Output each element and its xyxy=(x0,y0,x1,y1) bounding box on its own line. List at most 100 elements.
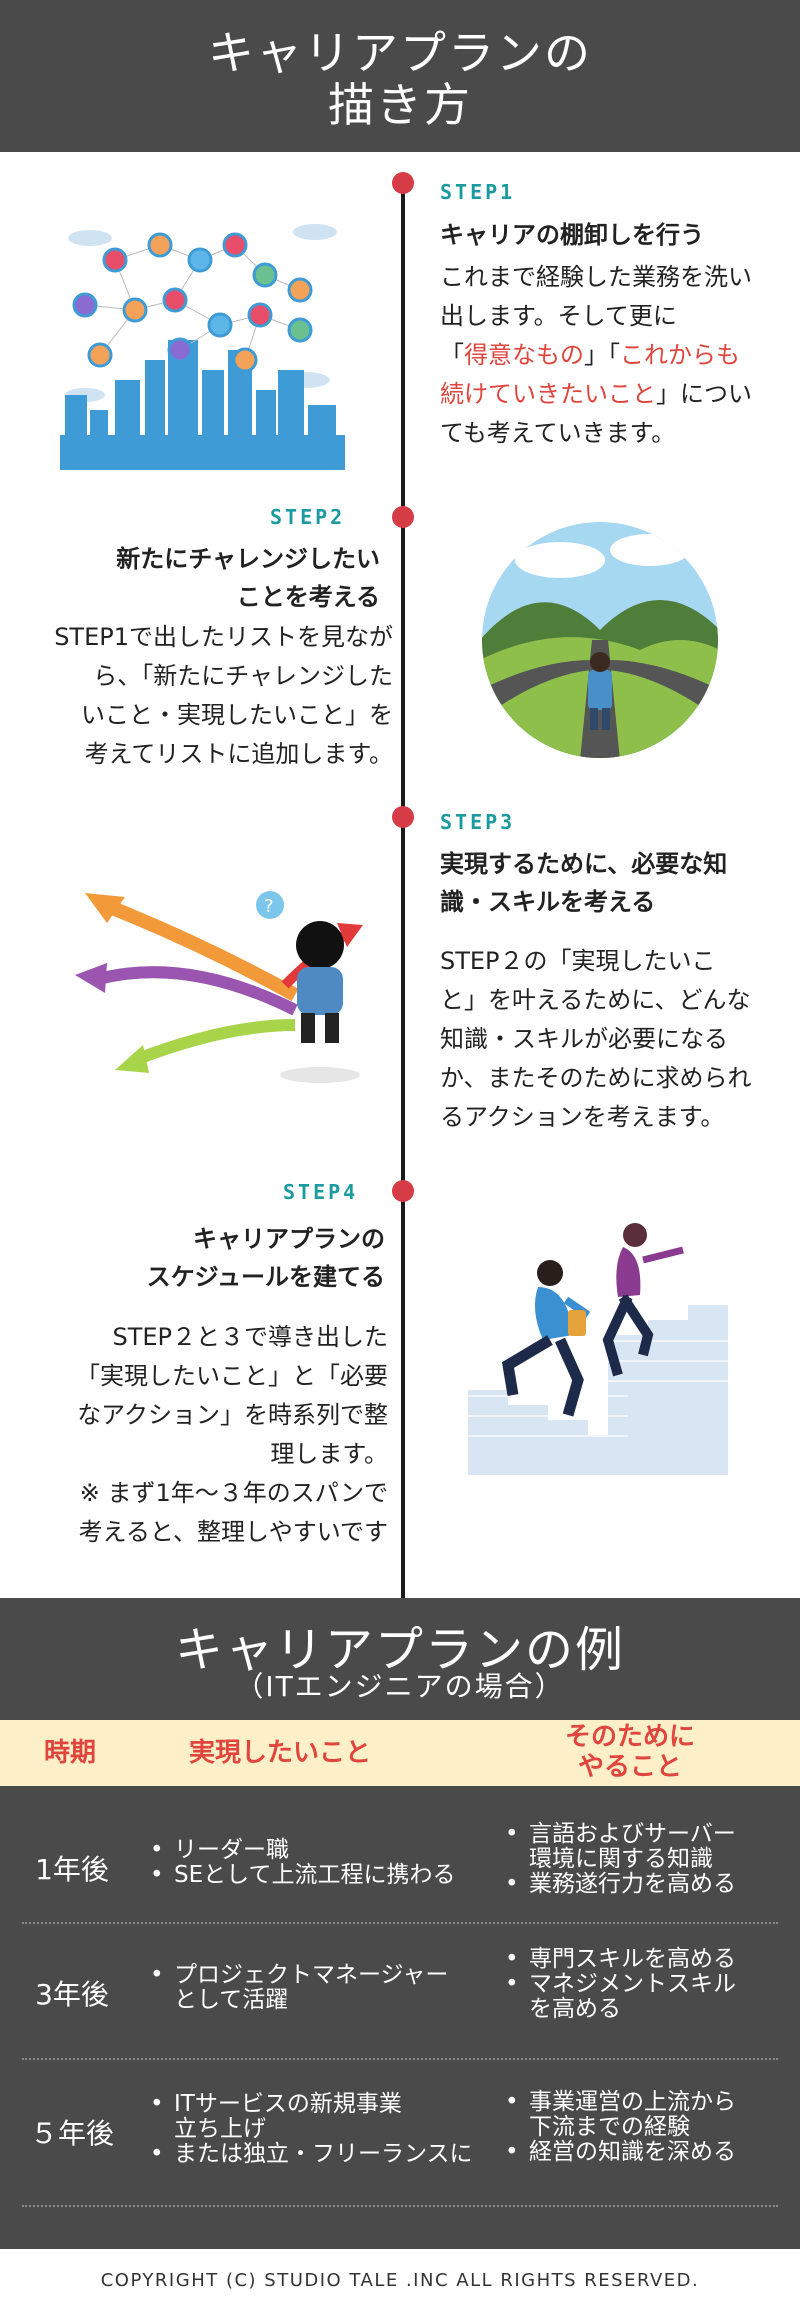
highlight-text: これからも xyxy=(620,341,740,369)
list-item: リーダー職 xyxy=(150,1838,455,1864)
text: 下流までの経験 xyxy=(529,2114,690,2140)
text: 環境に関する知識 xyxy=(529,1846,713,1872)
step1-body-line: 続けていきたいこと」につい xyxy=(440,375,790,414)
text: 立ち上げ xyxy=(174,2116,266,2142)
text: ITサービスの新規事業 xyxy=(174,2091,402,2117)
step4-body-line: ※ まず1年〜３年のスパンで xyxy=(79,1479,388,1507)
step1-body-line: 「得意なもの」「これからも xyxy=(440,336,790,375)
examples-table-header: 時期 実現したいこと そのために やること xyxy=(0,1720,800,1786)
text: を高める xyxy=(529,1996,621,2022)
text: 」につい xyxy=(656,380,752,408)
step1-title: キャリアの棚卸しを行う xyxy=(440,221,704,249)
text: マネジメントスキル xyxy=(529,1971,736,1997)
step1-body-line: ても考えていきます。 xyxy=(440,419,676,447)
step2-body-line: いこと・実現したいこと」を xyxy=(81,701,393,729)
text: 事業運営の上流から xyxy=(529,2089,736,2115)
row-period: 1年後 xyxy=(35,1853,109,1886)
climbing-stairs-illustration xyxy=(468,1223,728,1475)
header-action: そのために やること xyxy=(500,1722,760,1782)
text: 専門スキルを高める xyxy=(529,1946,736,1972)
text: または独立・フリーランスに xyxy=(174,2141,473,2167)
svg-text:?: ? xyxy=(264,896,274,917)
step1-label: STEP1 xyxy=(440,180,516,204)
step1-body: これまで経験した業務を洗い 出します。そして更に 「得意なもの」「これからも 続… xyxy=(440,258,790,453)
timeline-line xyxy=(401,180,405,1598)
step3-label: STEP3 xyxy=(440,810,516,834)
table-row: 1年後 リーダー職 SEとして上流工程に携わる 言語およびサーバー環境に関する知… xyxy=(0,1810,800,1930)
step4-body-line: なアクション」を時系列で整 xyxy=(77,1401,388,1429)
step2-body-line: 考えてリストに追加します。 xyxy=(84,740,393,768)
header-action-line: そのために xyxy=(564,1722,695,1752)
timeline-dot-step3 xyxy=(392,806,414,828)
list-item: 専門スキルを高める xyxy=(505,1946,736,1973)
header-goal: 実現したいこと xyxy=(188,1738,371,1768)
row-period: ５年後 xyxy=(29,2117,114,2150)
step2-body-line: STEP1で出したリストを見なが xyxy=(54,623,393,651)
step3-body: STEP２の「実現したいこ と」を叶えるために、どんな 知識・スキルが必要になる… xyxy=(440,942,795,1137)
timeline-dot-step1 xyxy=(392,172,414,194)
copyright-footer: COPYRIGHT (C) STUDIO TALE .INC ALL RIGHT… xyxy=(100,2270,700,2291)
row-divider xyxy=(22,2058,778,2060)
list-item: 経営の知識を深める xyxy=(505,2139,736,2166)
step4-body-line: 考えると、整理しやすいです xyxy=(78,1518,388,1546)
text: 「 xyxy=(440,341,464,369)
page-title-line1: キャリアプランの xyxy=(208,26,592,80)
step3-body-line: と」を叶えるために、どんな xyxy=(440,986,751,1014)
row-goals: リーダー職 SEとして上流工程に携わる xyxy=(150,1838,455,1889)
page-title-line2: 描き方 xyxy=(328,78,472,132)
row-divider xyxy=(22,1922,778,1924)
step4-title-line: キャリアプランの xyxy=(193,1225,385,1253)
row-period: 3年後 xyxy=(35,1978,109,2011)
examples-subtitle: （ITエンジニアの場合） xyxy=(235,1670,565,1703)
step4-body-line: 理します。 xyxy=(270,1440,388,1468)
direction-arrows-illustration: ? xyxy=(75,891,363,1083)
text: 経営の知識を深める xyxy=(529,2139,736,2165)
step4-label: STEP4 xyxy=(283,1180,359,1204)
step3-body-line: 知識・スキルが必要になる xyxy=(440,1025,728,1053)
step4-body: STEP２と３で導き出した 「実現したいこと」と「必要 なアクション」を時系列で… xyxy=(18,1318,388,1552)
step3-body-line: か、またそのために求められ xyxy=(440,1064,752,1092)
crossroads-illustration xyxy=(482,522,718,758)
highlight-text: 続けていきたいこと xyxy=(440,380,656,408)
examples-title: キャリアプランの例 xyxy=(174,1622,625,1678)
header-action-line: やること xyxy=(577,1752,682,1782)
step3-body-line: るアクションを考えます。 xyxy=(440,1103,725,1131)
list-item: SEとして上流工程に携わる xyxy=(150,1863,455,1889)
step4-body-line: STEP２と３で導き出した xyxy=(112,1323,388,1351)
step1-body-line: 出します。そして更に xyxy=(440,302,677,330)
list-item: または独立・フリーランスに xyxy=(150,2141,473,2168)
text: 」「 xyxy=(584,341,620,369)
text: 業務遂行力を高める xyxy=(529,1871,736,1897)
step2-body-line: ら、「新たにチャレンジした xyxy=(93,662,393,690)
step2-title-line: ことを考える xyxy=(236,583,380,611)
list-item: 業務遂行力を高める xyxy=(505,1871,736,1898)
highlight-text: 得意なもの xyxy=(464,341,584,369)
text: として活躍 xyxy=(174,1987,289,2013)
step4-title-line: スケジュールを建てる xyxy=(146,1263,385,1291)
step3-title-line: 識・スキルを考える xyxy=(440,888,656,916)
step3-title: 実現するために、必要な知 識・スキルを考える xyxy=(440,845,780,921)
page-header: キャリアプランの 描き方 xyxy=(0,0,800,152)
step2-title: 新たにチャレンジしたい ことを考える xyxy=(20,540,380,616)
header-period: 時期 xyxy=(43,1738,96,1768)
text: プロジェクトマネージャー xyxy=(174,1962,449,1988)
step3-body-line: STEP２の「実現したいこ xyxy=(440,947,716,975)
timeline-dot-step2 xyxy=(392,506,414,528)
timeline-dot-step4 xyxy=(392,1180,414,1202)
step3-title-line: 実現するために、必要な知 xyxy=(440,850,728,878)
step4-body-line: 「実現したいこと」と「必要 xyxy=(76,1362,388,1390)
city-network-illustration xyxy=(60,224,345,470)
step1-body-line: これまで経験した業務を洗い xyxy=(440,263,752,291)
step2-title-line: 新たにチャレンジしたい xyxy=(116,545,380,573)
